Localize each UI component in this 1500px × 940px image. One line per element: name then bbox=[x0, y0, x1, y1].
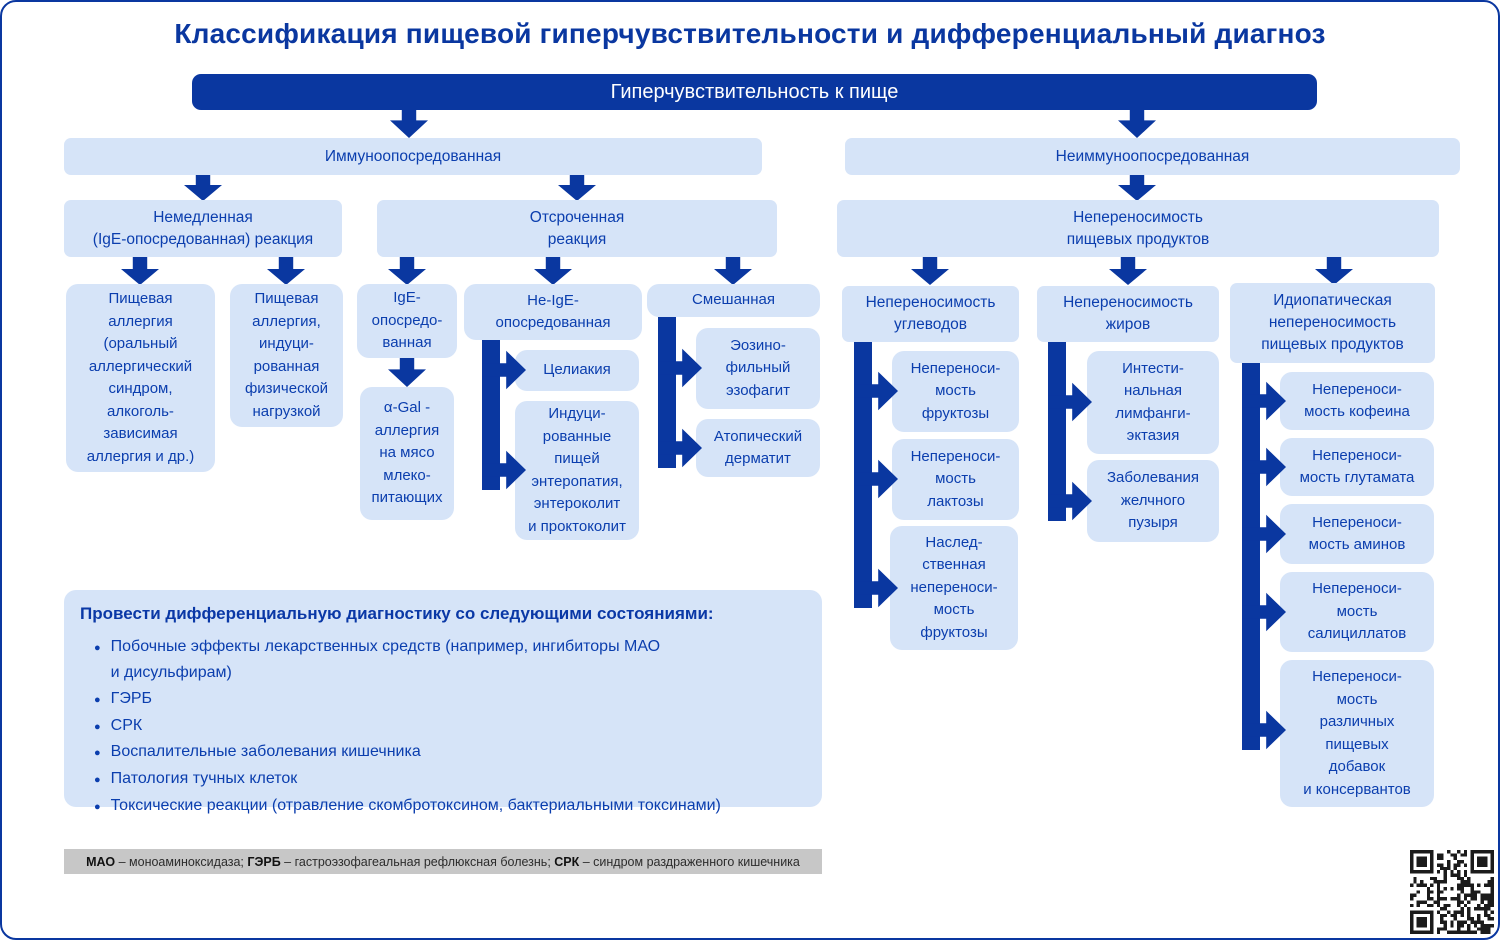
differential-heading: Провести дифференциальную диагностику со… bbox=[80, 604, 714, 623]
node-delayed-reaction: Отсроченная реакция bbox=[377, 200, 777, 257]
node-hereditary-fructose-intolerance: Наслед- ственная непереноси- мость фрукт… bbox=[890, 526, 1018, 650]
down-arrow-icon bbox=[1109, 256, 1147, 285]
down-arrow-icon bbox=[267, 256, 305, 285]
differential-diagnosis-box: Провести дифференциальную диагностику со… bbox=[64, 590, 822, 814]
qr-pattern bbox=[1410, 850, 1494, 934]
node-food-hypersensitivity: Гиперчувствительность к пище bbox=[192, 74, 1317, 110]
branch-trunk bbox=[1048, 342, 1066, 521]
bullet-icon: ● bbox=[94, 773, 101, 786]
differential-item: ●ГЭРБ bbox=[80, 686, 804, 712]
node-glutamate-intolerance: Непереноси- мость глутамата bbox=[1280, 438, 1434, 496]
node-atopic-dermatitis: Атопический дерматит bbox=[696, 419, 820, 477]
differential-item: ●Токсические реакции (отравление скомбро… bbox=[80, 793, 804, 819]
branch-trunk bbox=[658, 317, 676, 468]
down-arrow-icon bbox=[388, 256, 426, 285]
node-food-intolerance: Непереносимость пищевых продуктов bbox=[837, 200, 1439, 257]
bullet-icon: ● bbox=[94, 720, 101, 733]
node-immediate-reaction: Немедленная (IgE-опосредованная) реакция bbox=[64, 200, 342, 257]
bullet-icon: ● bbox=[94, 747, 101, 760]
node-non-ige-mediated: Не-IgE- опосредованная bbox=[464, 284, 642, 340]
differential-item: ●Патология тучных клеток bbox=[80, 766, 804, 792]
node-food-induced-enteropathy: Индуци- рованные пищей энтеропатия, энте… bbox=[515, 401, 639, 540]
node-food-additive-intolerance: Непереноси- мость различных пищевых доба… bbox=[1280, 660, 1434, 807]
node-celiac-disease: Целиакия bbox=[515, 350, 639, 391]
down-arrow-icon bbox=[1118, 172, 1156, 201]
down-arrow-icon bbox=[184, 172, 222, 201]
branch-trunk bbox=[482, 340, 500, 490]
footnote-bar: МАО – моноаминоксидаза; ГЭРБ – гастроэзо… bbox=[64, 849, 822, 874]
down-arrow-icon bbox=[1118, 106, 1156, 138]
down-arrow-icon bbox=[121, 256, 159, 285]
footnote-text: МАО – моноаминоксидаза; ГЭРБ – гастроэзо… bbox=[86, 854, 800, 869]
page-title: Классификация пищевой гиперчувствительно… bbox=[174, 18, 1326, 49]
down-arrow-icon bbox=[390, 106, 428, 138]
node-carbohydrate-intolerance: Непереносимость углеводов bbox=[842, 286, 1019, 342]
differential-item: ●Побочные эффекты лекарственных средств … bbox=[80, 634, 804, 685]
down-arrow-icon bbox=[1315, 256, 1353, 285]
node-idiopathic-food-intolerance: Идиопатическая непереносимость пищевых п… bbox=[1230, 283, 1435, 363]
node-fat-intolerance: Непереносимость жиров bbox=[1037, 286, 1219, 342]
node-non-immune-mediated: Неиммуноопосредованная bbox=[845, 138, 1460, 175]
node-ige-mediated: IgE- опосредо- ванная bbox=[357, 284, 457, 358]
node-fructose-intolerance: Непереноси- мость фруктозы bbox=[892, 351, 1019, 432]
differential-list: ●Побочные эффекты лекарственных средств … bbox=[80, 634, 804, 818]
down-arrow-icon bbox=[534, 256, 572, 285]
node-mixed-reaction: Смешанная bbox=[647, 284, 820, 317]
qr-code bbox=[1410, 850, 1494, 934]
node-food-allergy-oral-syndrome: Пищевая аллергия (оральный аллергический… bbox=[66, 284, 215, 472]
differential-item: ●Воспалительные заболевания кишечника bbox=[80, 739, 804, 765]
down-arrow-icon bbox=[911, 256, 949, 285]
node-lactose-intolerance: Непереноси- мость лактозы bbox=[892, 439, 1019, 520]
node-gallbladder-disease: Заболевания желчного пузыря bbox=[1087, 460, 1219, 542]
node-amine-intolerance: Непереноси- мость аминов bbox=[1280, 504, 1434, 564]
node-intestinal-lymphangiectasia: Интести- нальная лимфанги- эктазия bbox=[1087, 351, 1219, 454]
node-exercise-induced-food-allergy: Пищевая аллергия, индуци- рованная физич… bbox=[230, 284, 343, 427]
node-salicylate-intolerance: Непереноси- мость салициллатов bbox=[1280, 572, 1434, 652]
node-alpha-gal-allergy: α-Gal - аллергия на мясо млеко- питающих bbox=[360, 387, 454, 520]
node-caffeine-intolerance: Непереноси- мость кофеина bbox=[1280, 372, 1434, 430]
bullet-icon: ● bbox=[94, 800, 101, 813]
down-arrow-icon bbox=[714, 256, 752, 285]
down-arrow-icon bbox=[388, 355, 426, 387]
node-eosinophilic-esophagitis: Эозино- фильный эзофагит bbox=[696, 328, 820, 409]
bullet-icon: ● bbox=[94, 694, 101, 707]
differential-item: ●СРК bbox=[80, 713, 804, 739]
bullet-icon: ● bbox=[94, 642, 101, 654]
node-immune-mediated: Иммуноопосредованная bbox=[64, 138, 762, 175]
branch-trunk bbox=[1242, 363, 1260, 750]
down-arrow-icon bbox=[558, 172, 596, 201]
